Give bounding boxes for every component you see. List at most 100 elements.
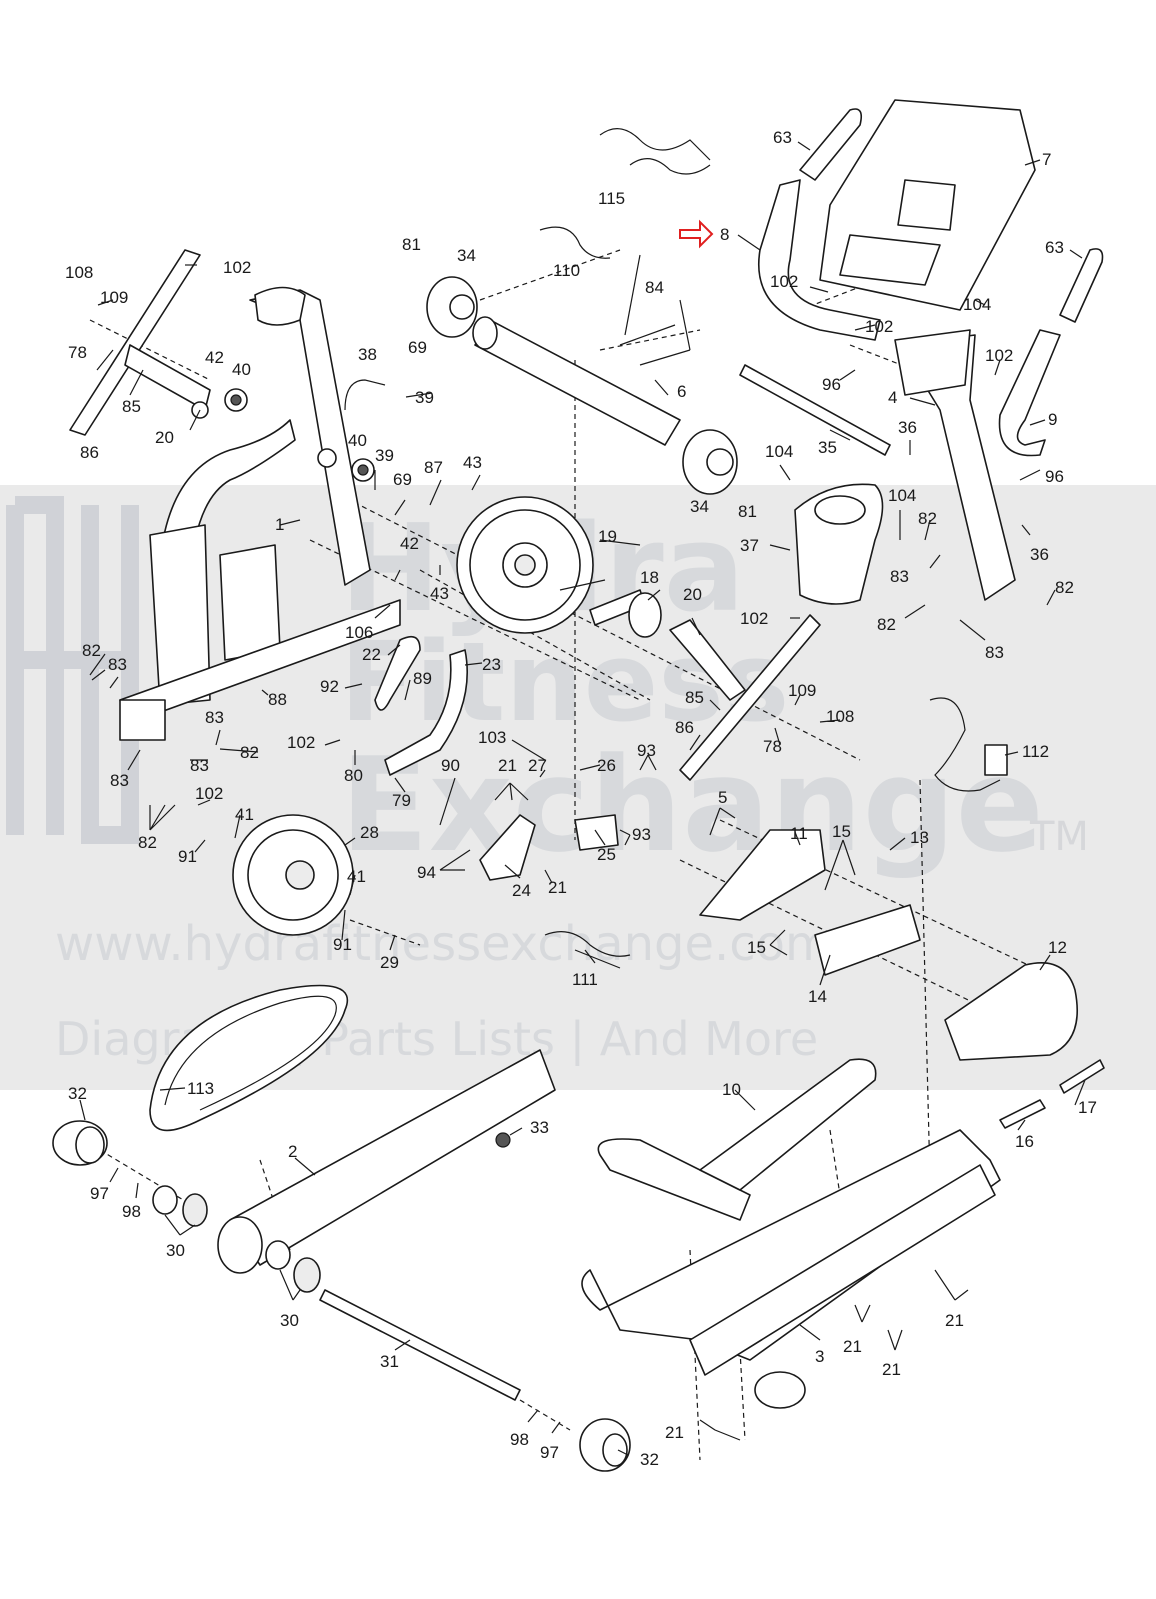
handlebar-8: [758, 179, 881, 341]
callout-15-a: 15: [832, 822, 851, 841]
callout-5: 5: [718, 788, 727, 807]
callout-82-e: 82: [240, 743, 259, 762]
handle-9: [998, 329, 1061, 457]
callout-112: 112: [1022, 742, 1049, 761]
callout-25: 25: [597, 845, 616, 864]
callout-35: 35: [818, 438, 837, 457]
callout-103: 103: [478, 728, 506, 747]
watermark-trademark: TM: [1029, 814, 1089, 860]
callout-34-a: 34: [457, 246, 476, 265]
spring-16: [999, 1099, 1046, 1129]
callout-81-b: 81: [738, 502, 757, 521]
callout-104-c: 104: [888, 486, 916, 505]
arm-20-mid: [669, 619, 746, 701]
callout-26: 26: [597, 756, 616, 775]
callout-37: 37: [740, 536, 759, 555]
callout-83-b: 83: [985, 643, 1004, 662]
callout-90: 90: [441, 756, 460, 775]
callout-42-b: 42: [400, 534, 419, 553]
callout-106: 106: [345, 623, 373, 642]
callout-40-a: 40: [232, 360, 251, 379]
callout-12: 12: [1048, 938, 1067, 957]
callout-78-b: 78: [763, 737, 782, 756]
highlight-arrow: [679, 219, 714, 249]
callout-111: 111: [572, 970, 598, 989]
callout-39-b: 39: [375, 446, 394, 465]
base-square-tube: [119, 699, 166, 741]
callout-63-b: 63: [1045, 238, 1064, 257]
callout-97-a: 97: [90, 1184, 109, 1203]
callout-24: 24: [512, 881, 531, 900]
callout-9: 9: [1048, 410, 1057, 429]
callout-82-d: 82: [82, 641, 101, 660]
callout-43-a: 43: [430, 584, 449, 603]
callout-80: 80: [344, 766, 363, 785]
arm-bar-86: [679, 614, 821, 781]
callout-89: 89: [413, 669, 432, 688]
callout-88: 88: [268, 690, 287, 709]
callout-14: 14: [808, 987, 827, 1006]
callout-30-a: 30: [166, 1241, 185, 1260]
axle-tube-6: [474, 319, 681, 446]
main-frame-3: [581, 1129, 1001, 1361]
callout-96-b: 96: [1045, 467, 1064, 486]
callout-115: 115: [598, 189, 625, 208]
console-keypad: [839, 234, 941, 286]
callout-13: 13: [910, 828, 929, 847]
callout-108-b: 108: [826, 707, 854, 726]
callout-84: 84: [645, 278, 664, 297]
callout-3: 3: [815, 1347, 824, 1366]
callout-labels: 108 109 78 85 20 86 102 42 40 1 38 69 39…: [65, 128, 1097, 1469]
callout-6: 6: [677, 382, 686, 401]
leader-lines: [79, 141, 1086, 1456]
callout-29: 29: [380, 953, 399, 972]
callout-21-c: 21: [945, 1311, 964, 1330]
callout-41-a: 41: [235, 805, 254, 824]
callout-102-c: 102: [865, 317, 893, 336]
callout-93-b: 93: [632, 825, 651, 844]
callout-7: 7: [1042, 150, 1051, 169]
rear-frame-10-rail: [699, 1058, 877, 1191]
callout-21-a: 21: [498, 756, 517, 775]
callout-85-b: 85: [685, 688, 704, 707]
callout-98-b: 98: [510, 1430, 529, 1449]
knob-33: [495, 1132, 511, 1148]
cable-110: [539, 226, 611, 259]
watermark-url: www.hydrafitnessexchange.com: [55, 916, 832, 972]
callout-86-b: 86: [675, 718, 694, 737]
callout-39-a: 39: [415, 388, 434, 407]
callout-40-b: 40: [348, 431, 367, 450]
foot-30-b: [182, 1193, 208, 1227]
upright-4-plate: [894, 329, 971, 396]
callout-36-b: 36: [1030, 545, 1049, 564]
rear-cover-12: [944, 961, 1078, 1061]
callout-82-b: 82: [1055, 578, 1074, 597]
callout-36-a: 36: [898, 418, 917, 437]
callout-11: 11: [790, 824, 808, 843]
callout-21-b: 21: [548, 878, 567, 897]
rear-frame-10: [597, 1138, 751, 1221]
callout-33: 33: [530, 1118, 549, 1137]
callout-83-f: 83: [190, 756, 209, 775]
callout-96-a: 96: [822, 375, 841, 394]
callout-83-e: 83: [110, 771, 129, 790]
callout-82-c: 82: [877, 615, 896, 634]
callout-102-b: 102: [770, 272, 798, 291]
callout-83-d: 83: [205, 708, 224, 727]
callout-85-a: 85: [122, 397, 141, 416]
main-frame-3-end: [754, 1371, 806, 1409]
callout-31: 31: [380, 1352, 399, 1371]
callout-97-b: 97: [540, 1443, 559, 1462]
rod-35: [739, 364, 891, 456]
rod-31: [319, 1289, 521, 1401]
cable-115: [599, 128, 711, 175]
upright-tube-top: [254, 286, 306, 326]
callout-8: 8: [720, 225, 729, 244]
callout-1: 1: [275, 515, 284, 534]
sensor-wire-38: [344, 379, 386, 411]
callout-104-a: 104: [963, 295, 991, 314]
callout-27: 27: [528, 756, 547, 775]
callout-79: 79: [392, 791, 411, 810]
callout-87: 87: [424, 458, 443, 477]
